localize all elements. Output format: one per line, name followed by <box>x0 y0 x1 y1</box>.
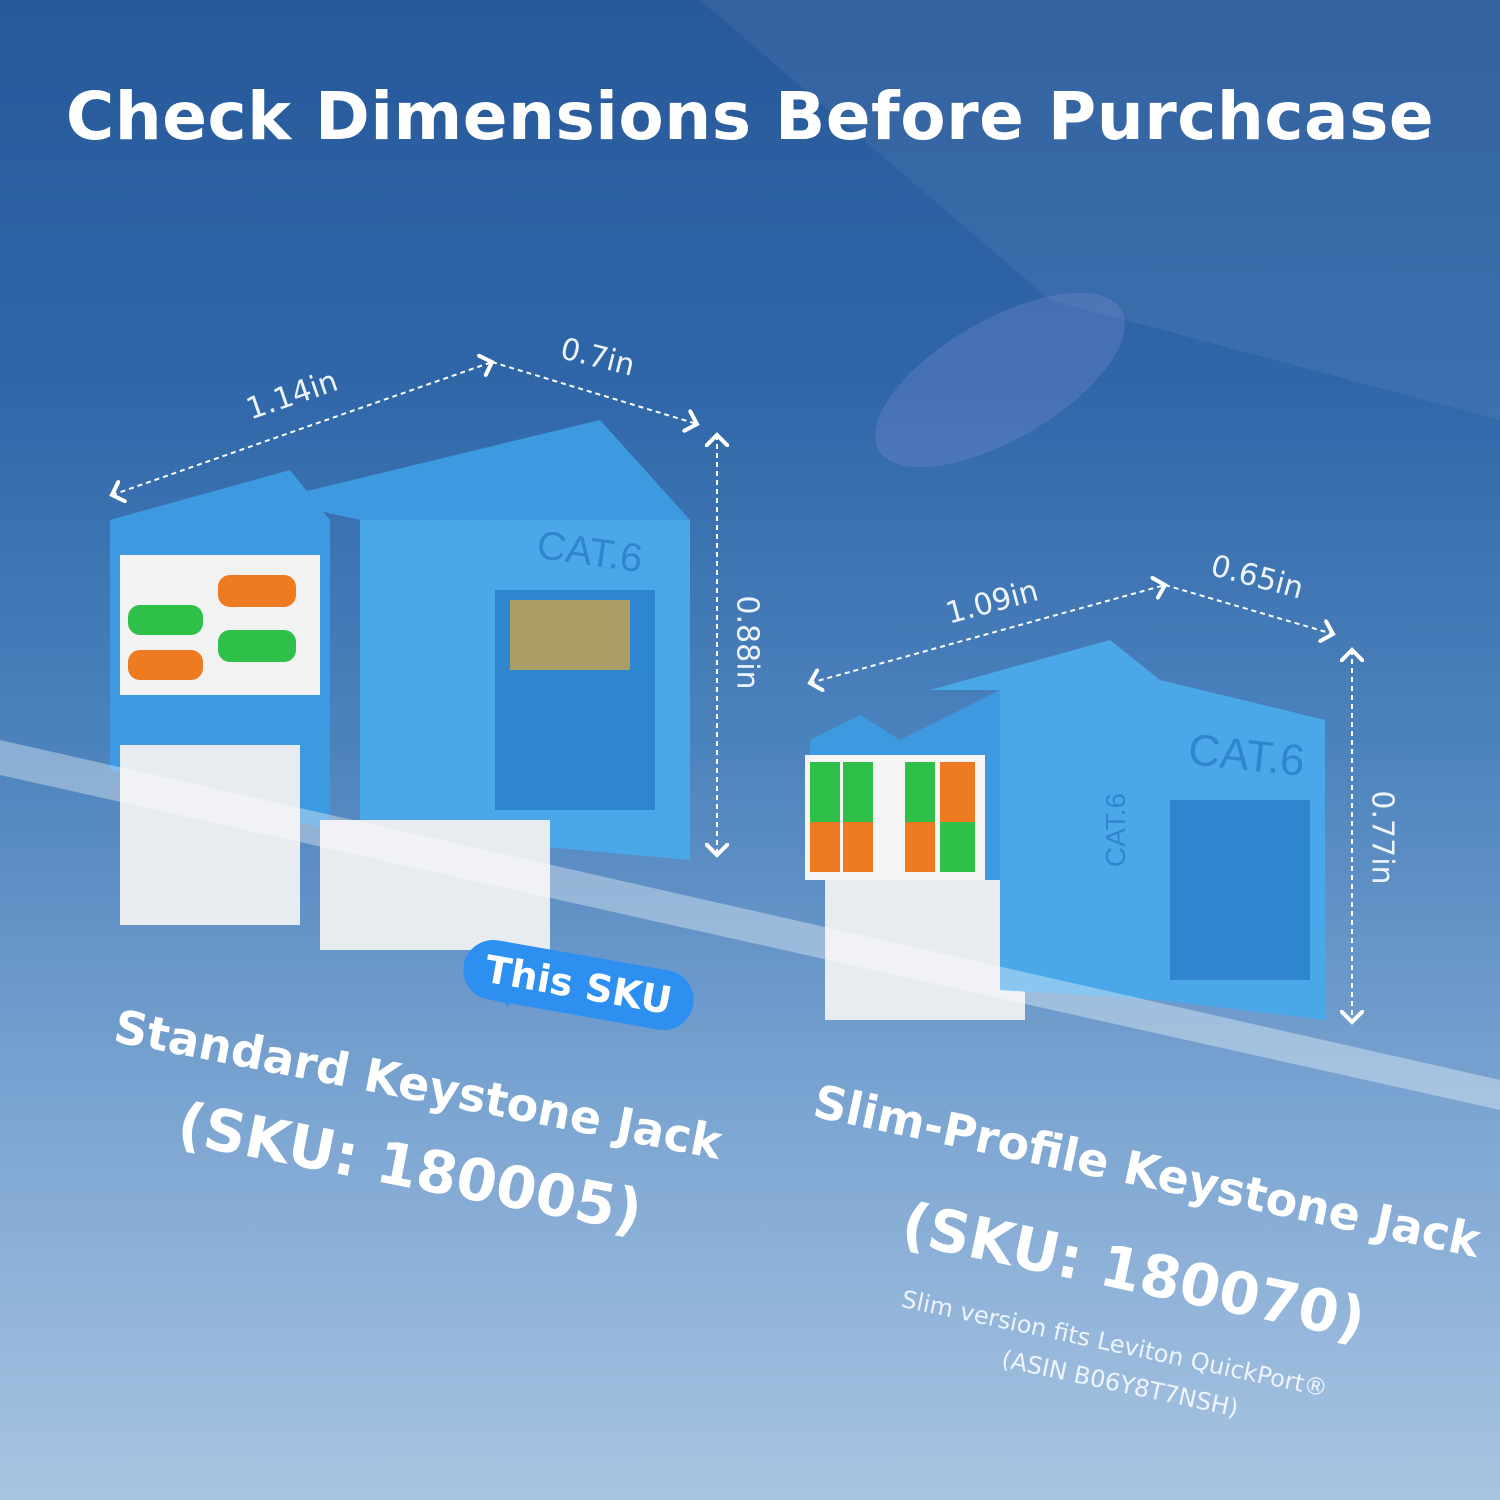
slim-cat6-embossed: CAT.6 <box>1186 725 1307 786</box>
slim-keystone-jack: CAT.6 CAT.6 <box>805 640 1325 1020</box>
standard-keystone-jack <box>110 420 690 950</box>
slim-height-label: 0.77in <box>1364 790 1400 885</box>
slim-side-cat6: CAT.6 <box>1100 793 1131 867</box>
glass-divider <box>0 740 1500 1110</box>
page-title: Check Dimensions Before Purchcase <box>65 78 1435 155</box>
standard-height-label: 0.88in <box>729 595 765 690</box>
